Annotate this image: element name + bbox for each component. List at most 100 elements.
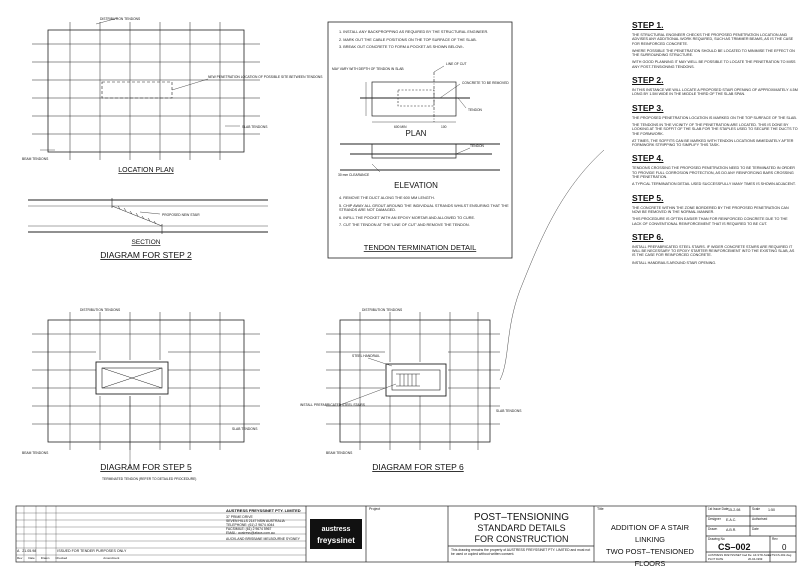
project-block: Project: [369, 507, 593, 511]
logo-text-top: austress: [322, 526, 351, 533]
step-2: STEP 2. IN THIS INSTANCE WE WILL LOCATE …: [632, 75, 798, 97]
label-dim-600: 600 MIN: [394, 125, 407, 129]
label-tendon-plan: TENDON: [468, 108, 483, 112]
step-paragraph: TENDONS CROSSING THE PROPOSED PENETRATIO…: [632, 166, 795, 180]
caption-elevation: ELEVATION: [394, 181, 438, 190]
label-beam-tendons-5: BEAM TENDONS: [22, 451, 49, 455]
step-title: STEP 5.: [632, 192, 664, 203]
project-line: FOR CONSTRUCTION: [474, 534, 569, 544]
title-block: [15, 505, 797, 563]
step-6: STEP 6. INSTALL PREFABRICATED STEEL STAI…: [632, 232, 798, 265]
label-beam-tendons-1: BEAM TENDONS: [22, 157, 49, 161]
scale-value: 1:50: [768, 508, 775, 512]
scale-label: Scale: [752, 507, 760, 511]
company-address-line: EMAIL: austress@afaus.com.au: [226, 531, 275, 535]
label-line-of-cut: LINE OF CUT: [446, 62, 467, 66]
step-title: STEP 3.: [632, 102, 664, 113]
project-line: POST–TENSIONING: [473, 512, 569, 523]
note-1: 1. INSTALL ANY BACKPROPPING AS REQUIRED …: [339, 30, 489, 34]
note-7: 7. CUT THE TENDON AT THE 'LINE OF CUT' A…: [339, 223, 470, 228]
step-5: STEP 5. THE CONCRETE WITHIN THE ZONE BOR…: [632, 193, 798, 226]
label-tendon-elev: TENDON: [470, 144, 485, 148]
footer-left: AUSTRESS FREYSSINET: [708, 553, 742, 557]
label-depth-note: MAY VARY WITH DEPTH OF TENDON IN SLAB: [332, 67, 404, 71]
footer-date: 20-04-1999: [748, 557, 763, 561]
first-issue-label: 1st Issue Date: [708, 507, 729, 511]
note-6: 6. INFILL THE POCKET WITH AN EPOXY MORTA…: [339, 215, 476, 220]
drawn-value: A.B.R.: [726, 528, 737, 532]
label-prefab-stairs: INSTALL PREFABRICATED STEEL STAIRS: [300, 403, 366, 407]
label-slab-tendons-5: SLAB TENDONS: [232, 427, 258, 431]
step-paragraph: THE STRUCTURAL ENGINEER CHECKS THE PROPO…: [632, 33, 794, 46]
label-proposed-stair: PROPOSED NEW STAIR: [162, 213, 200, 217]
rev-value: 0: [782, 543, 787, 552]
step-title: STEP 4.: [632, 153, 664, 164]
step-paragraph: INSTALL PREFABRICATED STEEL STAIRS. IF W…: [632, 244, 795, 258]
project-label: Project: [369, 507, 381, 511]
company-block: AUSTRESS FREYSSINET PTY. LIMITED 37 PRIM…: [226, 508, 304, 541]
step-paragraph: THIS PROCEDURE IS OFTEN EASIER THAN FOR …: [632, 217, 788, 226]
company-address-line: SEVEN HILLS 2147 NSW AUSTRALIA: [226, 519, 285, 523]
caption-diagram-step6: DIAGRAM FOR STEP 6: [372, 462, 464, 472]
rev-header: Date: [28, 556, 35, 560]
rev-header: Drawn: [40, 556, 50, 560]
rev-header: Rev: [17, 556, 23, 560]
rev-note: ISSUED FOR TENDER PURPOSES ONLY: [57, 549, 127, 553]
copyright-note: This drawing remains the property of AUS…: [451, 548, 591, 557]
drawn-label: Drawn: [708, 527, 718, 531]
caption-tendon-detail: TENDON TERMINATION DETAIL: [364, 243, 477, 252]
title-line: TWO POST–TENSIONED FLOORS: [606, 547, 694, 568]
step-paragraph: THE TENDONS IN THE VICINITY OF THE PENET…: [632, 122, 798, 136]
rev-label: Rev: [772, 537, 778, 541]
drawing-number: CS–002: [718, 542, 751, 552]
step-paragraph: INSTALL HANDRAILS AROUND STAIR OPENING.: [632, 260, 717, 265]
label-concrete-removed: CONCRETE TO BE REMOVED: [462, 81, 509, 85]
label-distribution-tendons-6: DISTRIBUTION TENDONS: [362, 308, 403, 312]
caption-diagram-step2: DIAGRAM FOR STEP 2: [100, 250, 192, 260]
label-dim-100: 100: [441, 125, 447, 129]
authorised-label: Authorised: [752, 517, 768, 521]
label-clearance: 30 mm CLEARANCE: [338, 173, 370, 177]
label-slab-tendons-1: SLAB TENDONS: [242, 125, 268, 129]
rev-date: 21.05.98: [22, 549, 37, 553]
step-title: STEP 1.: [632, 20, 664, 30]
caption-location-plan: LOCATION PLAN: [118, 167, 174, 174]
rev-id: A: [17, 549, 20, 553]
step6-drawing: [326, 312, 500, 450]
step-4: STEP 4. TENDONS CROSSING THE PROPOSED PE…: [632, 153, 798, 186]
caption-plan: PLAN: [406, 129, 427, 138]
step-paragraph: THE CONCRETE WITHIN THE ZONE BORDERED BY…: [632, 205, 789, 214]
footer-file: Cad file: AF-STD-SHEETS/CS-002.dwg: [742, 553, 792, 557]
location-plan-drawing: [32, 17, 260, 160]
designer-value: E.A.C.: [726, 518, 737, 522]
step5-drawing: [32, 312, 260, 470]
designer-label: Designer: [708, 517, 721, 521]
step-title: STEP 2.: [632, 75, 664, 86]
date-label: Date: [752, 527, 759, 531]
note-5: 5. CHIP AWAY ALL GROUT AROUND THE INDIVI…: [339, 203, 509, 213]
caption-diagram-step5: DIAGRAM FOR STEP 5: [100, 462, 192, 472]
section-drawing: [28, 198, 268, 234]
label-distribution-tendons-1: DISTRIBUTION TENDONS: [100, 17, 141, 21]
step-paragraph: IN THIS INSTANCE WE WILL LOCATE A PROPOS…: [632, 88, 798, 97]
label-distribution-tendons-5: DISTRIBUTION TENDONS: [80, 308, 121, 312]
label-beam-tendons-6: BEAM TENDONS: [326, 451, 353, 455]
company-logo: [310, 519, 362, 549]
label-steel-handrail: STEEL HANDRAIL: [352, 354, 380, 358]
rev-header: Amendment: [103, 556, 120, 560]
project-title: POST–TENSIONING STANDARD DETAILS FOR CON…: [449, 512, 594, 545]
note-4: 4. REMOVE THE DUCT ALONG THE 600 mm LENG…: [339, 196, 435, 200]
title-line: ADDITION OF A STAIR LINKING: [610, 523, 690, 544]
project-line: STANDARD DETAILS: [477, 523, 566, 533]
tendon-notes-bottom: 4. REMOVE THE DUCT ALONG THE 600 mm LENG…: [339, 196, 509, 231]
steps-column: STEP 1. THE STRUCTURAL ENGINEER CHECKS T…: [632, 14, 798, 268]
step-paragraph: THE PROPOSED PENETRATION LOCATION IS MAR…: [632, 115, 797, 120]
rev-header: Checked: [55, 556, 68, 560]
caption-section: SECTION: [132, 239, 161, 246]
logo-text-bottom: freyssinet: [317, 536, 355, 545]
step-paragraph: WHERE POSSIBLE THE PENETRATION SHOULD BE…: [632, 48, 795, 58]
footer-plot: PLOT DATE: [708, 557, 724, 561]
label-slab-tendons-6: SLAB TENDONS: [496, 409, 522, 413]
label-terminated-tendon: TERMINATED TENDON (REFER TO DETAILED PRO…: [102, 477, 196, 481]
